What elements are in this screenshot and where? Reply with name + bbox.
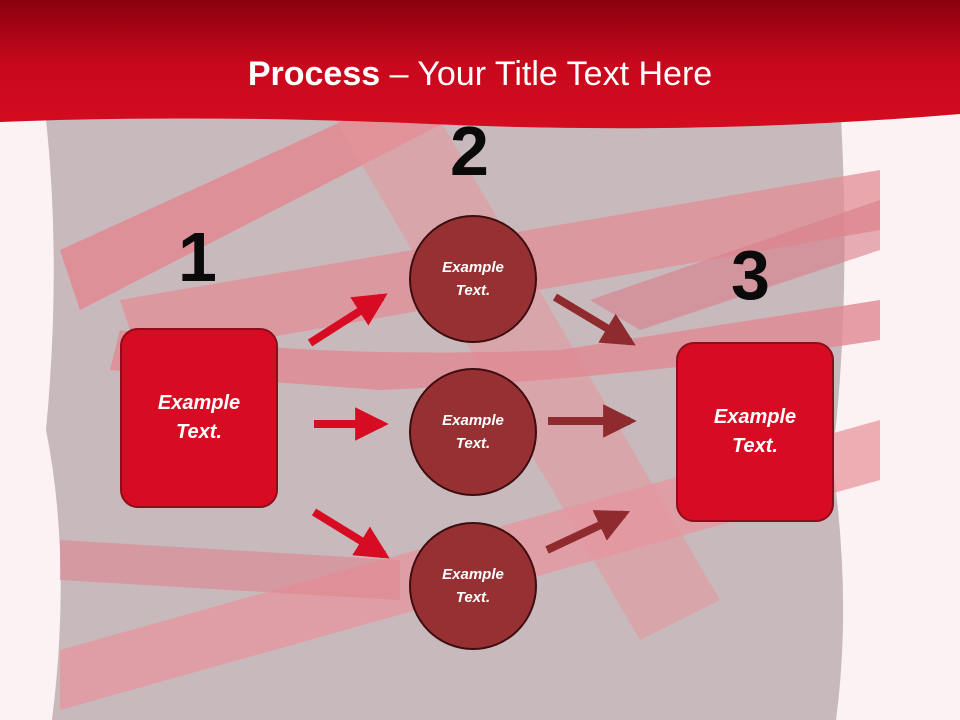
circle-bottom-label: Example Text. xyxy=(442,566,504,606)
title-rest: – Your Title Text Here xyxy=(380,55,713,93)
right-process-box[interactable]: Example Text. xyxy=(676,342,834,522)
left-process-box[interactable]: Example Text. xyxy=(120,328,278,508)
right-box-label: Example Text. xyxy=(713,406,797,457)
step-number-3: 3 xyxy=(731,236,770,314)
process-circle-top[interactable]: Example Text. xyxy=(409,215,537,343)
circle-top-label: Example Text. xyxy=(442,259,504,299)
circle-middle-label: Example Text. xyxy=(442,412,504,452)
arrow-to-bottom-circle xyxy=(311,508,390,559)
step-number-1: 1 xyxy=(178,218,217,296)
title-banner xyxy=(0,0,960,129)
title-bold: Process xyxy=(247,55,381,93)
arrow-top-to-right-box xyxy=(552,293,636,346)
arrow-to-top-circle xyxy=(307,293,388,347)
slide-title: Process – Your Title Text Here xyxy=(0,52,960,96)
left-box-label: Example Text. xyxy=(157,392,241,443)
process-circle-middle[interactable]: Example Text. xyxy=(409,368,537,496)
arrow-bottom-to-right-box xyxy=(545,510,631,554)
step-number-2: 2 xyxy=(450,112,489,190)
process-circle-bottom[interactable]: Example Text. xyxy=(409,522,537,650)
